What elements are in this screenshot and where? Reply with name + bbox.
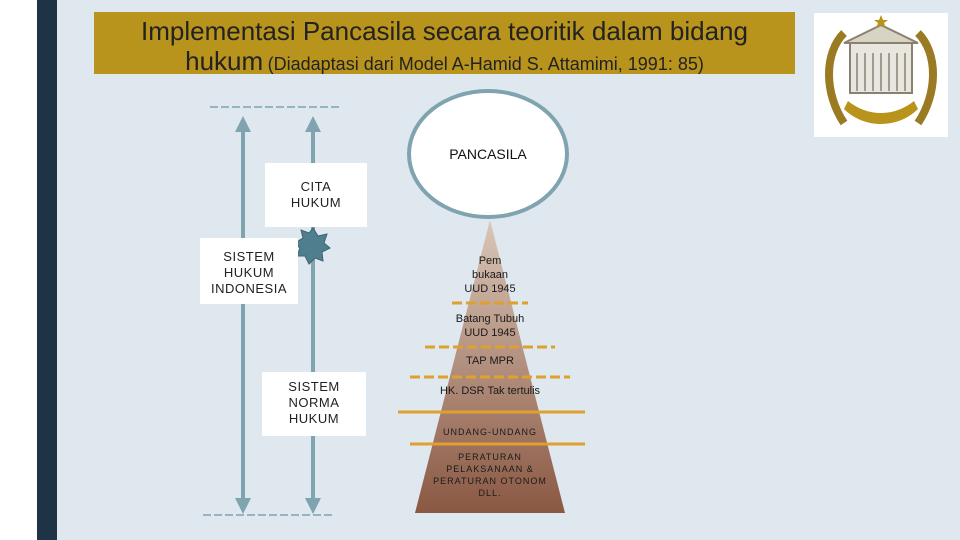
left-accent-bar bbox=[37, 0, 57, 540]
pyramid-hk-dasar: HK. DSR Tak tertulis bbox=[439, 385, 541, 397]
sistem-norma-line-1: SISTEM bbox=[288, 379, 340, 394]
pembukaan-line-3: UUD 1945 bbox=[464, 283, 516, 295]
pembukaan-line-1: Pem bbox=[478, 255, 502, 267]
peraturan-line-1: PERATURAN bbox=[458, 452, 522, 462]
sistem-hukum-indonesia-box: SISTEM HUKUM INDONESIA bbox=[200, 238, 298, 304]
pancasila-circle: PANCASILA bbox=[407, 89, 569, 219]
sistem-norma-line-3: HUKUM bbox=[288, 411, 340, 426]
sistem-norma-hukum-box: SISTEM NORMA HUKUM bbox=[262, 372, 366, 436]
sistem-norma-line-2: NORMA bbox=[288, 395, 340, 410]
pancasila-label: PANCASILA bbox=[449, 146, 527, 162]
batang-line-2: UUD 1945 bbox=[464, 327, 516, 339]
title-line-2-sub: (Diadaptasi dari Model A-Hamid S. Attami… bbox=[267, 54, 704, 74]
sistem-hukum-line-2: HUKUM bbox=[223, 265, 275, 280]
pembukaan-line-2: bukaan bbox=[471, 269, 509, 281]
title-line-1: Implementasi Pancasila secara teoritik d… bbox=[141, 16, 748, 46]
pyramid-tap-mpr: TAP MPR bbox=[466, 355, 514, 367]
pyramid-batang-tubuh: Batang Tubuh UUD 1945 bbox=[430, 312, 550, 340]
title-line-2-main: hukum bbox=[185, 46, 264, 76]
batang-line-1: Batang Tubuh bbox=[455, 313, 525, 325]
garuda-emblem-logo bbox=[814, 13, 948, 137]
title-line-2: hukum (Diadaptasi dari Model A-Hamid S. … bbox=[185, 46, 704, 76]
pyramid-pembukaan: Pem bukaan UUD 1945 bbox=[440, 254, 540, 296]
cita-hukum-line-2: HUKUM bbox=[290, 195, 342, 210]
cita-hukum-box: CITA HUKUM bbox=[265, 163, 367, 227]
pyramid-peraturan: PERATURAN PELAKSANAAN & PERATURAN OTONOM… bbox=[415, 451, 565, 499]
pyramid-undang-undang: UNDANG-UNDANG bbox=[443, 427, 537, 437]
slide-title: Implementasi Pancasila secara teoritik d… bbox=[94, 12, 795, 76]
norm-pyramid bbox=[415, 220, 565, 513]
cita-hukum-line-1: CITA bbox=[300, 179, 332, 194]
left-double-arrow bbox=[235, 116, 251, 514]
sistem-hukum-line-3: INDONESIA bbox=[210, 281, 287, 296]
peraturan-line-2: PELAKSANAAN & bbox=[446, 464, 534, 474]
peraturan-line-3: PERATURAN OTONOM bbox=[433, 476, 547, 486]
sistem-hukum-line-1: SISTEM bbox=[223, 249, 275, 264]
left-margin bbox=[0, 0, 37, 540]
star-connector-icon bbox=[294, 227, 331, 265]
peraturan-line-4: DLL. bbox=[478, 488, 502, 498]
